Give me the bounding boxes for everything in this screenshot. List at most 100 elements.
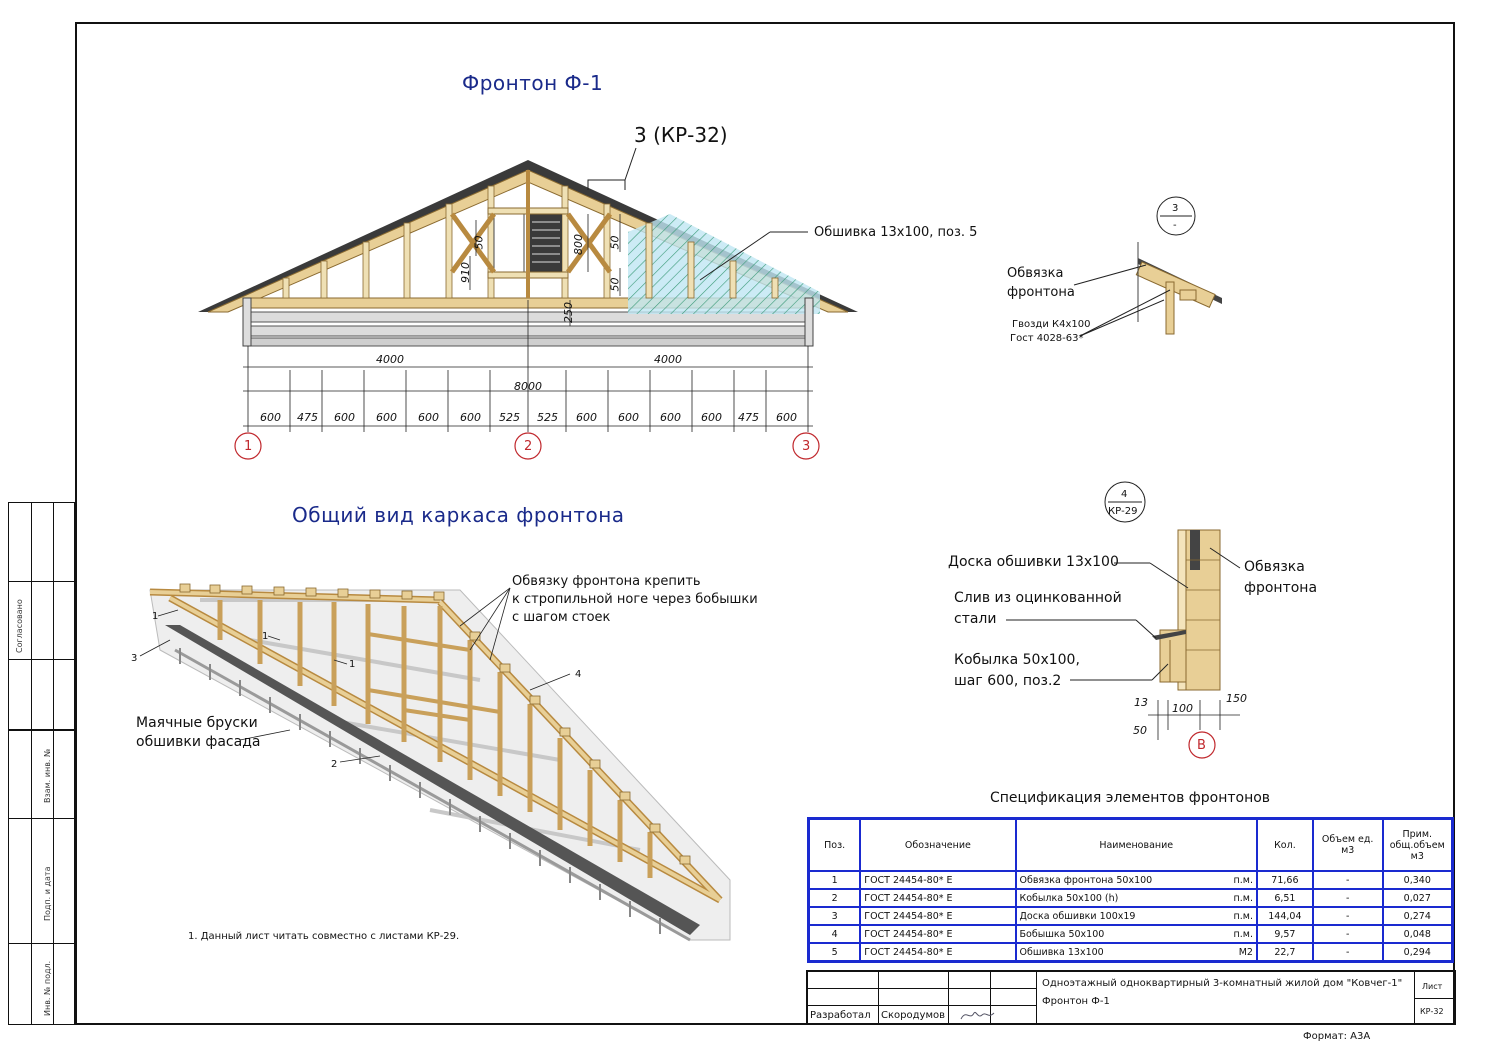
signature-icon	[960, 1011, 995, 1020]
spec-qty: 9,57	[1255, 924, 1314, 944]
node4-drip-label: Слив из оцинкованной	[954, 590, 1122, 606]
spec-code: ГОСТ 24454-80* Е	[859, 942, 1017, 963]
node4-dim: 50	[1133, 724, 1147, 737]
dim-spacing: 525	[537, 411, 558, 424]
dim-spacing: 600	[776, 411, 797, 424]
spec-total: 0,274	[1381, 906, 1454, 926]
spec-code: ГОСТ 24454-80* Е	[859, 870, 1017, 890]
dim-spacing: 600	[660, 411, 681, 424]
spec-qty: 71,66	[1255, 870, 1314, 890]
dim-spacing: 600	[460, 411, 481, 424]
dim-spacing: 600	[260, 411, 281, 424]
spec-total: 0,340	[1381, 870, 1454, 890]
iso-tag: 1	[349, 659, 356, 670]
iso-tag: 1	[152, 611, 159, 622]
spec-vol: -	[1311, 888, 1384, 908]
spec-header-row: Поз. Обозначение Наименование Кол. Объем…	[807, 817, 1454, 872]
node4-cobble-label: Кобылка 50х100,	[954, 652, 1080, 668]
dim-spacing: 600	[376, 411, 397, 424]
table-row: 2 ГОСТ 24454-80* Е Кобылка 50х100 (h)п.м…	[807, 888, 1454, 908]
side-stamp-agreed: Согласовано	[8, 502, 75, 730]
spec-vol: -	[1311, 942, 1384, 963]
dim-spacing: 600	[701, 411, 722, 424]
dim-spacing: 600	[418, 411, 439, 424]
node-ref-label: 3 (КР-32)	[634, 123, 728, 147]
node4-marker-sheet: КР-29	[1108, 506, 1138, 517]
title-stamp: Одноэтажный одноквартирный 3-комнатный ж…	[806, 970, 1456, 1025]
iso-tag: 4	[575, 669, 582, 680]
spec-pos: 5	[807, 942, 862, 963]
dim-spacing: 475	[297, 411, 318, 424]
spec-code: ГОСТ 24454-80* Е	[859, 924, 1017, 944]
node3-nails-label: Гост 4028-63*	[1010, 333, 1084, 344]
spec-header-vol: Объем ед. м3	[1311, 817, 1384, 872]
spec-qty: 144,04	[1255, 906, 1314, 926]
dim-total: 8000	[514, 380, 542, 393]
dim-half-left: 4000	[376, 353, 404, 366]
node4-board-label: Доска обшивки 13х100	[948, 554, 1119, 570]
spec-total: 0,027	[1381, 888, 1454, 908]
spec-total: 0,048	[1381, 924, 1454, 944]
stamp-sheet-code: КР-32	[1420, 1007, 1444, 1016]
axis-label: 2	[524, 439, 533, 454]
iso-tag: 3	[131, 653, 138, 664]
node4-binding-label: фронтона	[1244, 580, 1318, 596]
spec-title: Спецификация элементов фронтонов	[990, 790, 1271, 806]
spec-table: Поз. Обозначение Наименование Кол. Объем…	[807, 817, 1454, 963]
spec-qty: 6,51	[1255, 888, 1314, 908]
spec-header-total: Прим. общ.объем м3	[1381, 817, 1454, 872]
stamp-sheet-label: Лист	[1422, 982, 1443, 991]
spec-pos: 2	[807, 888, 862, 908]
node4-axis-label: В	[1197, 738, 1206, 753]
node4-marker-num: 4	[1121, 489, 1128, 500]
node4-drip-label: стали	[954, 611, 997, 627]
spec-pos: 3	[807, 906, 862, 926]
format-label: Формат: А3А	[1303, 1031, 1371, 1042]
node3-marker-sheet: -	[1173, 220, 1177, 231]
drawing-frame	[75, 22, 1455, 1025]
stamp-project: Одноэтажный одноквартирный 3-комнатный ж…	[1042, 978, 1403, 989]
iso-beacon-label: обшивки фасада	[136, 734, 261, 750]
iso-note: Обвязку фронтона крепить	[512, 574, 701, 589]
general-note: 1. Данный лист читать совместно с листам…	[188, 931, 460, 942]
spec-pos: 4	[807, 924, 862, 944]
spec-name: Кобылка 50х100 (h)п.м.	[1014, 888, 1258, 908]
node4-cobble-label: шаг 600, поз.2	[954, 673, 1062, 689]
dim-spacing: 475	[738, 411, 759, 424]
spec-vol: -	[1311, 870, 1384, 890]
node4-binding-label: Обвязка	[1244, 559, 1305, 575]
iso-tag: 2	[331, 759, 338, 770]
table-row: 1 ГОСТ 24454-80* Е Обвязка фронтона 50х1…	[807, 870, 1454, 890]
dim-spacing: 600	[576, 411, 597, 424]
spec-header-qty: Кол.	[1255, 817, 1314, 872]
iso-beacon-label: Маячные бруски	[136, 715, 258, 731]
spec-header-pos: Поз.	[807, 817, 862, 872]
node3-binding-label: фронтона	[1007, 285, 1075, 300]
facade-title: Фронтон Ф-1	[462, 71, 604, 95]
node3-marker-num: 3	[1172, 203, 1179, 214]
general-view-title: Общий вид каркаса фронтона	[292, 503, 625, 527]
spec-total: 0,294	[1381, 942, 1454, 963]
spec-header-code: Обозначение	[859, 817, 1017, 872]
axis-label: 3	[802, 439, 811, 454]
dim-spacing: 600	[334, 411, 355, 424]
spec-vol: -	[1311, 906, 1384, 926]
node4-dim: 13	[1134, 696, 1148, 709]
spec-code: ГОСТ 24454-80* Е	[859, 906, 1017, 926]
iso-note: с шагом стоек	[512, 610, 611, 625]
dim-half-right: 4000	[654, 353, 682, 366]
sheathing-label: Обшивка 13х100, поз. 5	[814, 225, 978, 240]
node4-dim: 150	[1226, 692, 1247, 705]
dim-spacing: 525	[499, 411, 520, 424]
node3-nails-label: Гвозди К4х100	[1012, 319, 1091, 330]
